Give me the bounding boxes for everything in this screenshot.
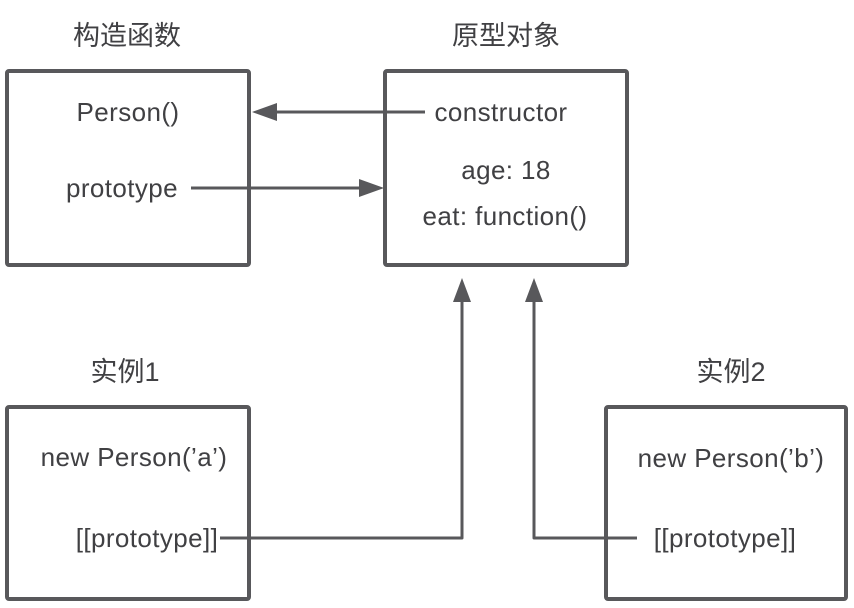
instance-2-proto-link: [[prototype]] — [654, 523, 797, 553]
instance-1-proto-link: [[prototype]] — [76, 523, 219, 553]
prototype-arrowhead-icon — [359, 179, 384, 197]
instance-1-box — [5, 405, 251, 601]
constructor-function-name: Person() — [77, 97, 180, 127]
instance-1-label: 实例1 — [90, 357, 159, 387]
age-property: age: 18 — [461, 155, 551, 185]
constructor-function-box — [5, 69, 251, 267]
instance-2-arrow-line — [532, 301, 637, 540]
constructor-arrowhead-icon — [252, 103, 277, 121]
instance-1-expression: new Person(’a’) — [41, 442, 228, 472]
instance-1-arrowhead-icon — [453, 278, 471, 302]
instance-1-arrow-line — [220, 301, 464, 540]
instance-2-expression: new Person(’b’) — [638, 443, 825, 473]
constructor-property: constructor — [434, 97, 567, 127]
constructor-arrow — [252, 103, 425, 121]
prototype-object-box — [383, 69, 629, 267]
instance-2-arrowhead-icon — [525, 278, 543, 302]
constructor-function-label: 构造函数 — [73, 21, 181, 51]
instance-2-box — [604, 405, 848, 601]
prototype-object-label: 原型对象 — [452, 21, 560, 51]
instance-2-prototype-arrow — [525, 278, 637, 540]
eat-property: eat: function() — [423, 201, 588, 231]
instance-2-label: 实例2 — [696, 357, 765, 387]
prototype-property: prototype — [66, 173, 178, 203]
instance-1-prototype-arrow — [220, 278, 471, 540]
prototype-arrow — [191, 179, 384, 197]
